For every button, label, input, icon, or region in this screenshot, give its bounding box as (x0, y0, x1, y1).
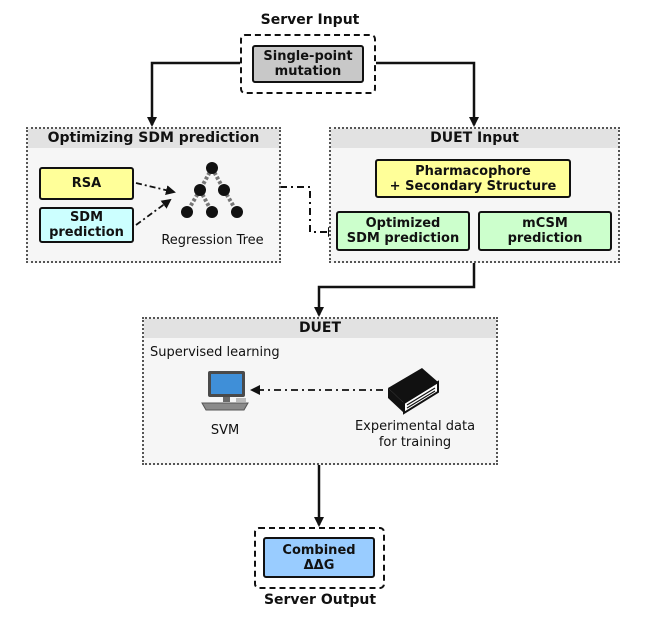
arrow-duet-input-to-duet (314, 262, 476, 317)
sdm-prediction-box: SDM prediction (39, 207, 134, 243)
duet-panel: DUET (142, 317, 498, 465)
svm-label: SVM (210, 423, 240, 438)
mcsm-box: mCSM prediction (478, 211, 612, 251)
sdm-panel-title: Optimizing SDM prediction (28, 129, 279, 148)
arrow-sdm-to-optimized (280, 186, 338, 237)
combined-ddg-box: Combined ΔΔG (263, 537, 375, 578)
duet-title: DUET (144, 319, 496, 338)
optimized-sdm-box: Optimized SDM prediction (336, 211, 470, 251)
server-input-title: Server Input (260, 12, 360, 28)
server-output-title: Server Output (263, 592, 377, 608)
experimental-data-label: Experimental data for training (354, 419, 476, 450)
pharmacophore-box: Pharmacophore + Secondary Structure (375, 159, 571, 198)
duet-input-title: DUET Input (331, 129, 618, 148)
single-point-mutation-box: Single-point mutation (252, 45, 364, 83)
arrow-input-to-sdm (147, 61, 244, 127)
rsa-box: RSA (39, 167, 134, 200)
supervised-learning-label: Supervised learning (150, 345, 280, 360)
arrow-input-to-duet-input (376, 61, 479, 127)
regression-tree-label: Regression Tree (161, 233, 264, 248)
